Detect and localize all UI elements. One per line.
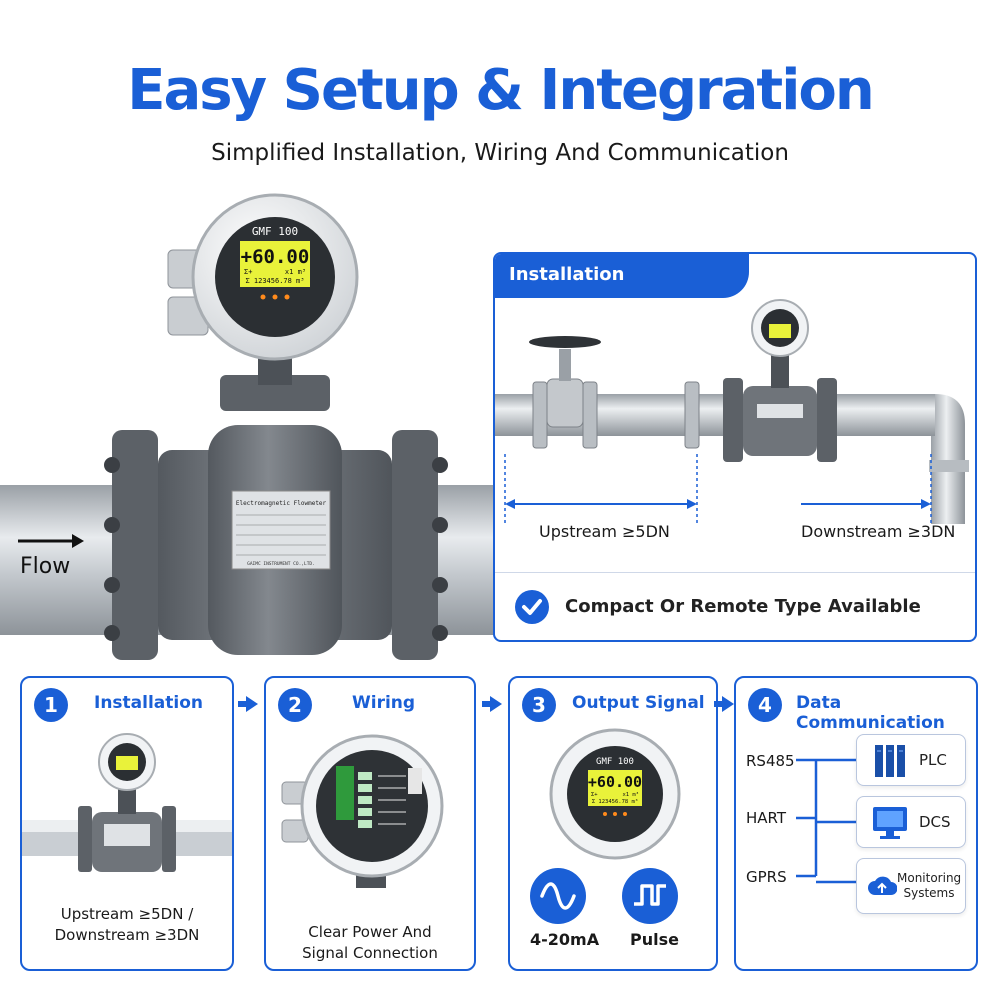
communication-connector-lines	[796, 758, 856, 884]
system-label-plc: PLC	[919, 751, 947, 769]
output-total: Σ 123456.78 m³	[592, 798, 638, 805]
step-wiring-card: 2 Wiring Clear Power And Signal Connecti…	[264, 676, 476, 971]
step-description: Upstream ≥5DN / Downstream ≥3DN	[54, 905, 200, 944]
output-sigma-plus: Σ+	[591, 792, 598, 798]
page-subtitle: Simplified Installation, Wiring And Comm…	[211, 140, 789, 166]
hero-rate-readout: +60.00	[241, 246, 310, 268]
step-title: Installation	[94, 693, 204, 713]
protocol-gprs: GPRS	[746, 868, 787, 886]
page-title: Easy Setup & Integration	[127, 58, 875, 123]
step-description: Clear Power And Signal Connection	[302, 923, 438, 962]
system-label-dcs: DCS	[919, 813, 951, 831]
arrow-right-icon	[714, 696, 734, 712]
installation-diagram	[495, 299, 969, 524]
output-unit: x1 m³	[622, 791, 639, 798]
system-box-dcs: DCS	[856, 796, 966, 848]
hero-total: Σ 123456.78 m³	[245, 277, 304, 285]
signal-label-4-20ma: 4-20mA	[530, 930, 600, 949]
output-model-label: GMF 100	[596, 757, 634, 767]
step-title: Wiring	[352, 693, 416, 713]
step-number-badge: 1	[34, 688, 68, 722]
step-output-signal-card: 3 Output Signal GMF 100 +60.00 Σ+ x1 m³ …	[508, 676, 718, 971]
installation-requirements-panel: Installation Requirements Upstream ≥5DN …	[493, 252, 977, 642]
system-label-monitoring: Monitoring Systems	[897, 871, 962, 900]
signal-label-pulse: Pulse	[630, 930, 679, 949]
dcs-monitor-icon	[873, 807, 907, 839]
protocol-rs485: RS485	[746, 752, 795, 770]
plc-icon	[875, 745, 905, 777]
hero-model-label: GMF 100	[252, 225, 298, 238]
step-installation-card: 1 Installation Upstream ≥5DN / Downstrea…	[20, 676, 234, 971]
downstream-label: Downstream ≥3DN	[801, 522, 956, 541]
hero-flowmeter-illustration: Electromagnetic Flowmeter GAIMC INSTRUME…	[0, 193, 500, 660]
arrow-right-icon	[238, 696, 258, 712]
output-display-illustration: GMF 100 +60.00 Σ+ x1 m³ Σ 123456.78 m³	[549, 728, 681, 860]
cloud-icon	[868, 876, 897, 895]
installation-meter-illustration	[22, 733, 232, 872]
sine-wave-icon	[530, 868, 586, 924]
requirements-tab-title: Installation Requirements	[495, 254, 749, 331]
arrow-right-icon	[482, 696, 502, 712]
system-box-plc: PLC	[856, 734, 966, 786]
requirements-divider	[495, 572, 975, 573]
step-title: Output Signal	[572, 693, 705, 713]
protocol-hart: HART	[746, 809, 787, 827]
step-number-badge: 4	[748, 688, 782, 722]
step-title: Data Communication	[796, 693, 945, 733]
pulse-wave-icon	[622, 868, 678, 924]
nameplate-title: Electromagnetic Flowmeter	[236, 500, 327, 507]
system-box-monitoring: Monitoring Systems	[856, 858, 966, 914]
compact-remote-note: Compact Or Remote Type Available	[565, 596, 921, 617]
flow-label: Flow	[20, 554, 70, 579]
step-number-badge: 3	[522, 688, 556, 722]
step-number-badge: 2	[278, 688, 312, 722]
nameplate-maker: GAIMC INSTRUMENT CO.,LTD.	[247, 561, 315, 567]
output-rate-readout: +60.00	[588, 773, 642, 791]
upstream-label: Upstream ≥5DN	[539, 522, 670, 541]
wiring-terminal-illustration	[281, 734, 444, 888]
check-icon	[515, 590, 549, 624]
hero-unit: x1 m³	[285, 268, 306, 276]
hero-sigma-plus: Σ+	[244, 268, 252, 276]
